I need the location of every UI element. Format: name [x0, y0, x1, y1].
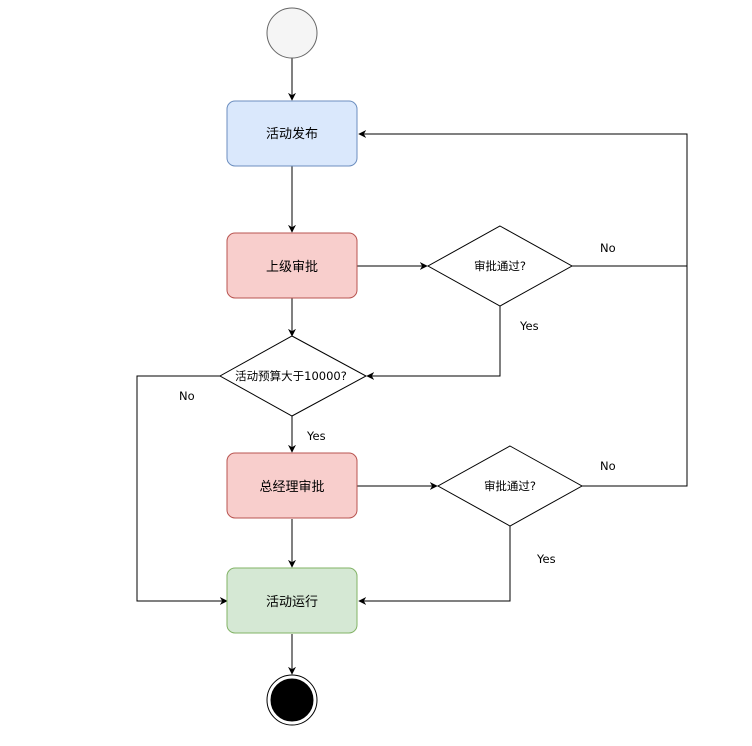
label-approve2-no: No	[600, 459, 616, 473]
decision-approve-2: 审批通过?	[436, 445, 584, 527]
decision-budget: 活动预算大于10000?	[218, 335, 368, 417]
node-publish-label: 活动发布	[266, 126, 318, 142]
label-approve2-yes: Yes	[536, 552, 556, 566]
decision-approve-2-label: 审批通过?	[484, 479, 536, 493]
label-approve1-no: No	[600, 241, 616, 255]
decision-budget-label: 活动预算大于10000?	[235, 369, 347, 383]
edge-approve1-no-to-publish	[358, 130, 688, 267]
node-gm-label: 总经理审批	[259, 480, 324, 495]
end-node	[266, 674, 318, 726]
edge-approve2-yes-to-run	[358, 526, 511, 605]
node-superior-label: 上级审批	[266, 260, 318, 275]
node-gm-approval: 总经理审批	[226, 452, 358, 519]
label-approve1-yes: Yes	[519, 319, 539, 333]
node-run-label: 活动运行	[266, 595, 318, 610]
node-activity-run: 活动运行	[226, 567, 358, 634]
node-publish: 活动发布	[226, 100, 358, 167]
label-budget-yes: Yes	[306, 429, 326, 443]
start-node	[266, 7, 318, 59]
edges	[136, 58, 688, 675]
edge-approve1-yes-to-budget	[366, 304, 501, 380]
decision-approve-1-label: 审批通过?	[474, 259, 526, 273]
edge-budget-no-to-run	[136, 375, 228, 605]
label-budget-no: No	[179, 389, 195, 403]
decision-approve-1: 审批通过?	[426, 225, 574, 307]
edge-approve2-no-to-publish	[582, 266, 688, 487]
node-superior-approval: 上级审批	[226, 232, 358, 299]
